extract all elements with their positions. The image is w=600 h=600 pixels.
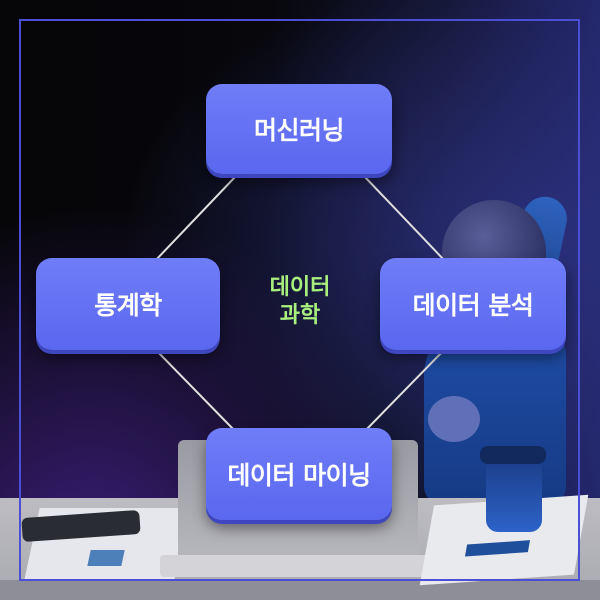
coffee-cup <box>486 456 542 532</box>
person-hand <box>428 396 480 442</box>
connector-right-bottom <box>363 347 447 433</box>
center-label-line1: 데이터 <box>269 275 331 300</box>
node-machine-learning: 머신러닝 <box>206 84 392 174</box>
connector-top-left <box>153 175 237 263</box>
cup-lid <box>480 446 546 464</box>
node-data-mining: 데이터 마이닝 <box>206 428 392 520</box>
node-statistics: 통계학 <box>36 258 220 350</box>
laptop-base <box>160 555 440 577</box>
desk-edge <box>0 580 600 600</box>
center-label-line2: 과학 <box>279 303 321 328</box>
connector-left-bottom <box>153 347 237 433</box>
center-label: 데이터 과학 <box>240 266 360 338</box>
connector-top-right <box>363 175 447 263</box>
node-data-analysis: 데이터 분석 <box>380 258 566 350</box>
